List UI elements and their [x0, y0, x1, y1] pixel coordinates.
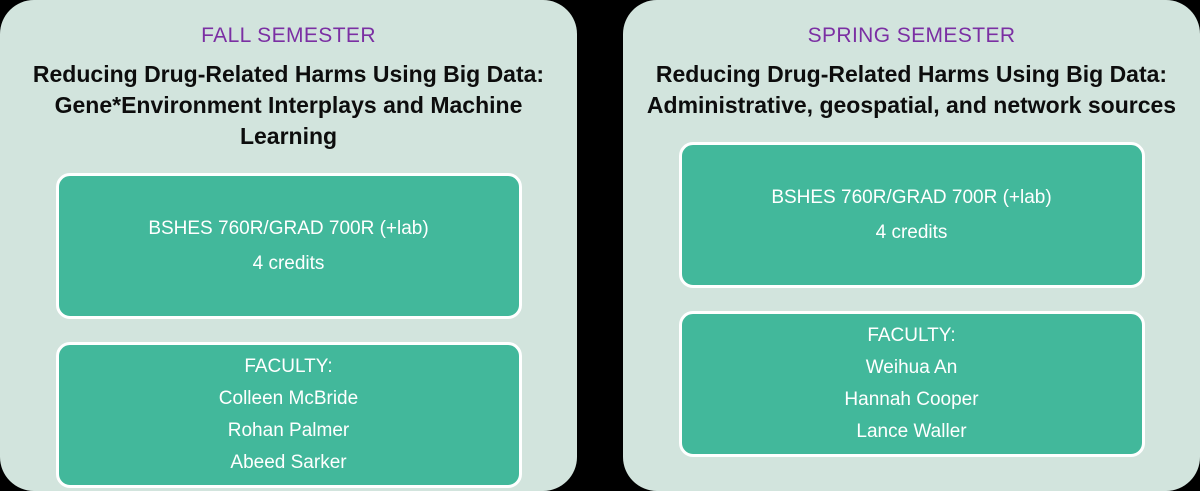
semester-label-fall: FALL SEMESTER [201, 24, 376, 47]
semester-panel-fall: FALL SEMESTER Reducing Drug-Related Harm… [0, 0, 577, 491]
semester-label-spring: SPRING SEMESTER [807, 24, 1016, 47]
course-title-fall: Reducing Drug-Related Harms Using Big Da… [32, 61, 545, 149]
course-credits-fall: 4 credits [252, 252, 325, 274]
course-code-fall: BSHES 760R/GRAD 700R (+lab) [148, 217, 429, 239]
course-card-fall: BSHES 760R/GRAD 700R (+lab) 4 credits [55, 172, 522, 319]
faculty-card-spring: FACULTY: Weihua An Hannah Cooper Lance W… [678, 310, 1145, 457]
faculty-card-fall: FACULTY: Colleen McBride Rohan Palmer Ab… [55, 341, 522, 488]
course-card-spring: BSHES 760R/GRAD 700R (+lab) 4 credits [678, 141, 1145, 288]
course-code-spring: BSHES 760R/GRAD 700R (+lab) [771, 186, 1052, 208]
semester-panel-spring: SPRING SEMESTER Reducing Drug-Related Ha… [623, 0, 1200, 491]
faculty-member: Weihua An [865, 357, 958, 379]
faculty-heading-spring: FACULTY: [867, 325, 956, 347]
faculty-member: Abeed Sarker [230, 452, 347, 474]
course-credits-spring: 4 credits [875, 221, 948, 243]
faculty-member: Hannah Cooper [844, 389, 979, 411]
faculty-member: Rohan Palmer [227, 420, 350, 442]
course-title-spring: Reducing Drug-Related Harms Using Big Da… [646, 61, 1177, 118]
faculty-member: Lance Waller [856, 421, 967, 443]
faculty-member: Colleen McBride [218, 388, 359, 410]
faculty-heading-fall: FACULTY: [244, 356, 333, 378]
